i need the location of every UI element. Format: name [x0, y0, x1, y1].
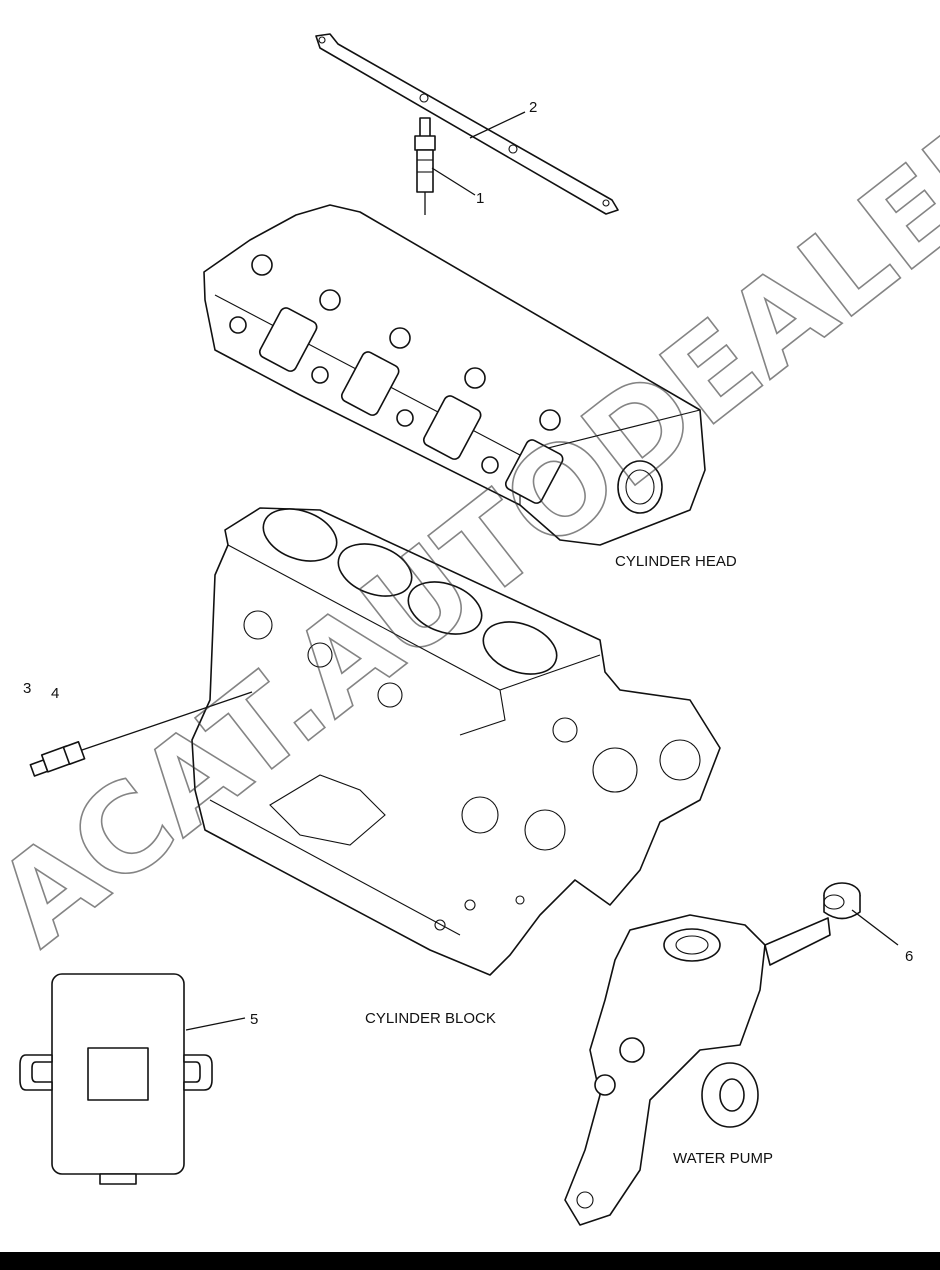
- bottom-border: [0, 1252, 940, 1270]
- leader-lines: [185, 111, 899, 1031]
- callout-6: 6: [905, 948, 913, 965]
- block-holes: [243, 610, 701, 931]
- cylinder-block: [191, 507, 721, 976]
- caption-cylinder-block: CYLINDER BLOCK: [365, 1010, 496, 1027]
- controller-unit: [19, 973, 213, 1185]
- intake-ports: [258, 307, 564, 504]
- water-temp-sensor: [29, 691, 253, 777]
- pump-plug: [823, 882, 861, 920]
- cylinder-head: [203, 204, 706, 546]
- water-pump: [564, 914, 831, 1226]
- callout-1: 1: [476, 190, 484, 207]
- cylinder-bores: [262, 508, 558, 675]
- glow-plug-lead-strip: [315, 33, 619, 215]
- caption-cylinder-head: CYLINDER HEAD: [615, 553, 737, 570]
- caption-water-pump: WATER PUMP: [673, 1150, 773, 1167]
- callout-3: 3: [23, 680, 31, 697]
- callout-2: 2: [529, 99, 537, 116]
- callout-4: 4: [51, 685, 59, 702]
- callout-5: 5: [250, 1011, 258, 1028]
- head-bosses: [229, 254, 561, 474]
- glow-plug: [414, 117, 436, 215]
